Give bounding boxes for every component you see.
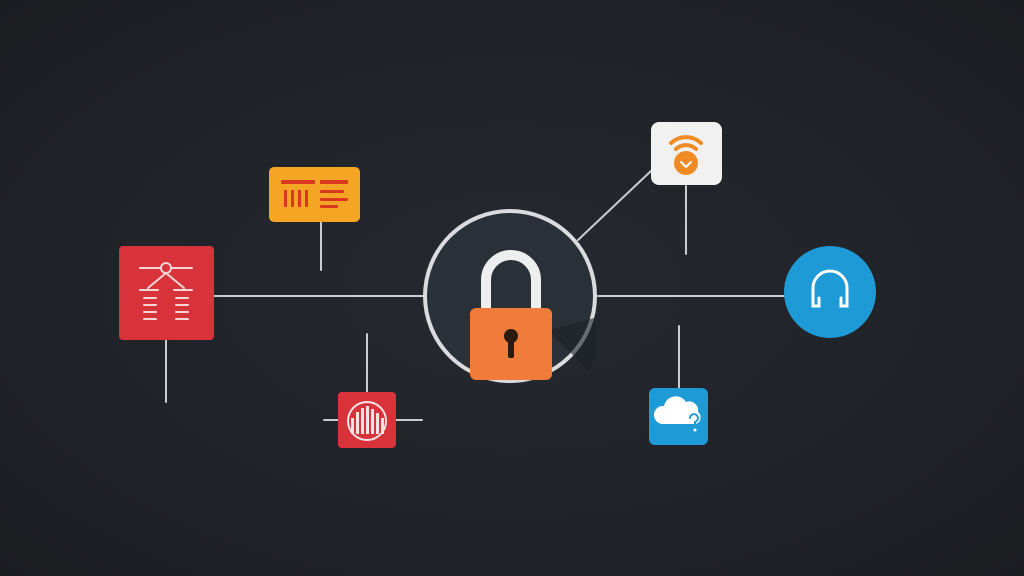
bar-chart-icon	[347, 401, 387, 441]
amber-list-tile[interactable]	[269, 167, 360, 222]
blue-headset-node[interactable]	[784, 246, 876, 338]
keyhole-slot	[508, 338, 514, 358]
padlock-shackle	[481, 250, 541, 317]
amber-list-node[interactable]	[269, 167, 360, 222]
hub-ring	[423, 209, 597, 383]
connector-hub-wifi	[577, 169, 653, 241]
blue-cloud-node[interactable]	[649, 388, 708, 445]
cloud-icon	[653, 396, 701, 432]
red-org-chart-tile[interactable]	[119, 246, 214, 340]
keyhole	[504, 329, 518, 343]
blue-headset-circle[interactable]	[784, 246, 876, 338]
padlock-icon	[470, 250, 552, 380]
org-chart-icon	[139, 262, 193, 320]
hub-node	[423, 209, 597, 383]
wifi-badge-node[interactable]	[651, 122, 722, 185]
red-bar-chart-node[interactable]	[338, 392, 396, 448]
red-org-chart-node[interactable]	[119, 246, 214, 340]
connector-lines	[165, 169, 785, 421]
hub-shadow	[548, 318, 597, 372]
list-bars-icon	[281, 180, 348, 208]
headset-icon	[811, 269, 849, 308]
wifi-check-icon	[669, 135, 703, 175]
